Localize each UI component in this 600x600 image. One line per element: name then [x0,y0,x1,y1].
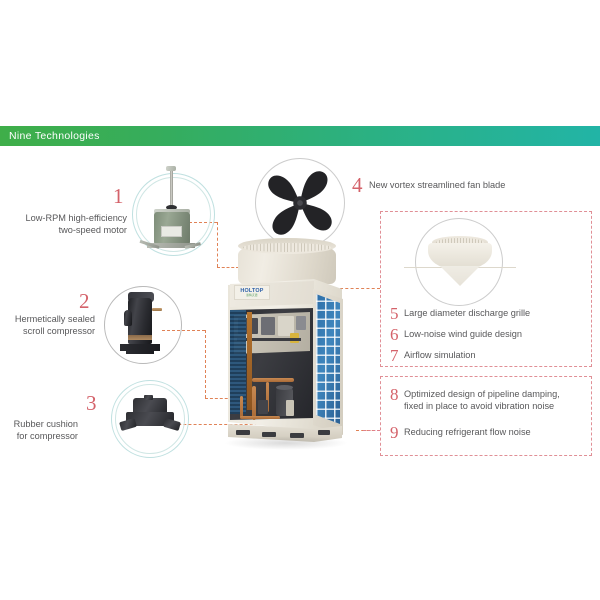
item-number-7: 7 [390,346,399,365]
item-number-3: 3 [86,391,97,415]
brand-subtitle: 豪特沃德 [246,294,258,297]
connector-compressor-h [162,330,205,331]
circle-motor-inner [136,177,211,252]
item-number-6: 6 [390,325,399,344]
item-label-5: Large diameter discharge grille [404,308,531,318]
callout-row-9: 9 Reducing refrigerant flow noise [390,423,590,442]
item-label-7: Airflow simulation [404,350,476,360]
item-label-3: Rubber cushion for compressor [13,419,78,442]
circle-grille [415,218,503,306]
circle-motor [132,173,215,256]
connector-upperbox-h [340,288,380,289]
connector-motor-v [217,222,218,267]
circle-cushion [111,380,189,458]
item-label-4: New vortex streamlined fan blade [369,180,506,190]
callout-row-7: 7 Airflow simulation [390,346,590,365]
circle-compressor [104,286,182,364]
item-label-9: Reducing refrigerant flow noise [404,427,531,437]
section-banner: Nine Technologies [0,126,600,146]
item-number-9: 9 [390,423,399,442]
connector-compressor-v [205,330,206,398]
item-label-1: Low-RPM high-efficiency two-speed motor [25,213,127,236]
connector-cushion-h [168,424,263,425]
item-number-5: 5 [390,304,399,323]
callout-row-5: 5 Large diameter discharge grille [390,304,590,323]
brand-name: HOLTOP [240,288,264,294]
connector-lowerbox-h2 [363,430,380,431]
item-label-6: Low-noise wind guide design [404,329,522,339]
item-number-1: 1 [113,184,124,208]
callout-box-upper [380,211,592,367]
item-label-8: Optimized design of pipeline damping, fi… [404,389,560,412]
callout-box-lower [380,376,592,456]
brand-logo: HOLTOP 豪特沃德 [234,285,270,300]
callout-row-6: 6 Low-noise wind guide design [390,325,590,344]
callout-row-8: 8 Optimized design of pipeline damping, … [390,385,590,412]
item-label-2: Hermetically sealed scroll compressor [14,314,95,337]
banner-title: Nine Technologies [9,130,100,142]
circle-cushion-inner [115,384,185,454]
item-number-2: 2 [79,289,90,313]
item-number-8: 8 [390,385,399,404]
item-number-4: 4 [352,173,363,197]
connector-motor-h2 [217,267,239,268]
